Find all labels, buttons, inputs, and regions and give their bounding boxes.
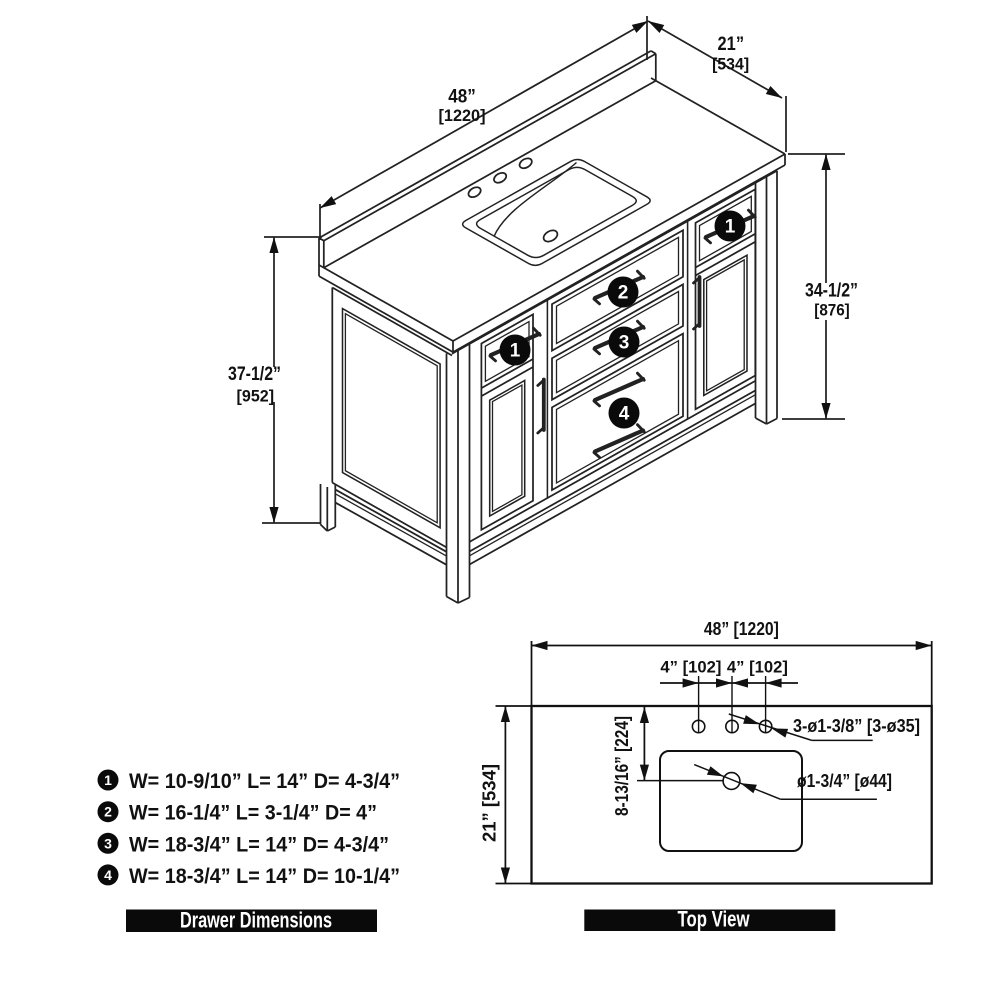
svg-text:34-1/2”: 34-1/2”	[805, 281, 858, 302]
svg-text:1: 1	[510, 341, 521, 362]
svg-text:21”: 21”	[718, 34, 745, 55]
svg-text:[534]: [534]	[712, 55, 749, 74]
svg-text:2: 2	[104, 804, 112, 820]
svg-text:[876]: [876]	[814, 301, 850, 320]
svg-text:W= 18-3/4” L= 14” D= 10-1/4”: W= 18-3/4” L= 14” D= 10-1/4”	[129, 864, 400, 888]
svg-text:37-1/2”: 37-1/2”	[228, 364, 281, 385]
svg-text:W= 18-3/4” L= 14” D= 4-3/4”: W= 18-3/4” L= 14” D= 4-3/4”	[129, 832, 389, 856]
svg-text:[952]: [952]	[237, 387, 275, 406]
svg-text:4” [102]: 4” [102]	[660, 657, 721, 676]
svg-text:[1220]: [1220]	[439, 106, 486, 125]
svg-text:3-ø1-3/8” [3-ø35]: 3-ø1-3/8” [3-ø35]	[793, 716, 920, 736]
svg-text:ø1-3/4” [ø44]: ø1-3/4” [ø44]	[797, 771, 892, 791]
svg-text:8-13/16” [224]: 8-13/16” [224]	[612, 716, 632, 816]
svg-text:1: 1	[104, 772, 112, 788]
svg-text:48”: 48”	[448, 87, 476, 108]
svg-text:21” [534]: 21” [534]	[480, 764, 500, 842]
svg-text:4” [102]: 4” [102]	[727, 657, 788, 676]
svg-text:1: 1	[725, 217, 736, 238]
svg-text:W= 16-1/4” L= 3-1/4” D= 4”: W= 16-1/4” L= 3-1/4” D= 4”	[129, 801, 377, 825]
svg-text:W= 10-9/10” L= 14” D= 4-3/4”: W= 10-9/10” L= 14” D= 4-3/4”	[129, 769, 400, 793]
svg-text:2: 2	[618, 283, 629, 304]
svg-text:Drawer Dimensions: Drawer Dimensions	[180, 908, 332, 933]
svg-text:4: 4	[104, 867, 112, 883]
svg-text:3: 3	[619, 333, 630, 354]
svg-text:48” [1220]: 48” [1220]	[704, 619, 779, 639]
svg-text:3: 3	[104, 835, 112, 851]
svg-text:Top View: Top View	[678, 907, 751, 932]
svg-text:4: 4	[619, 404, 630, 425]
